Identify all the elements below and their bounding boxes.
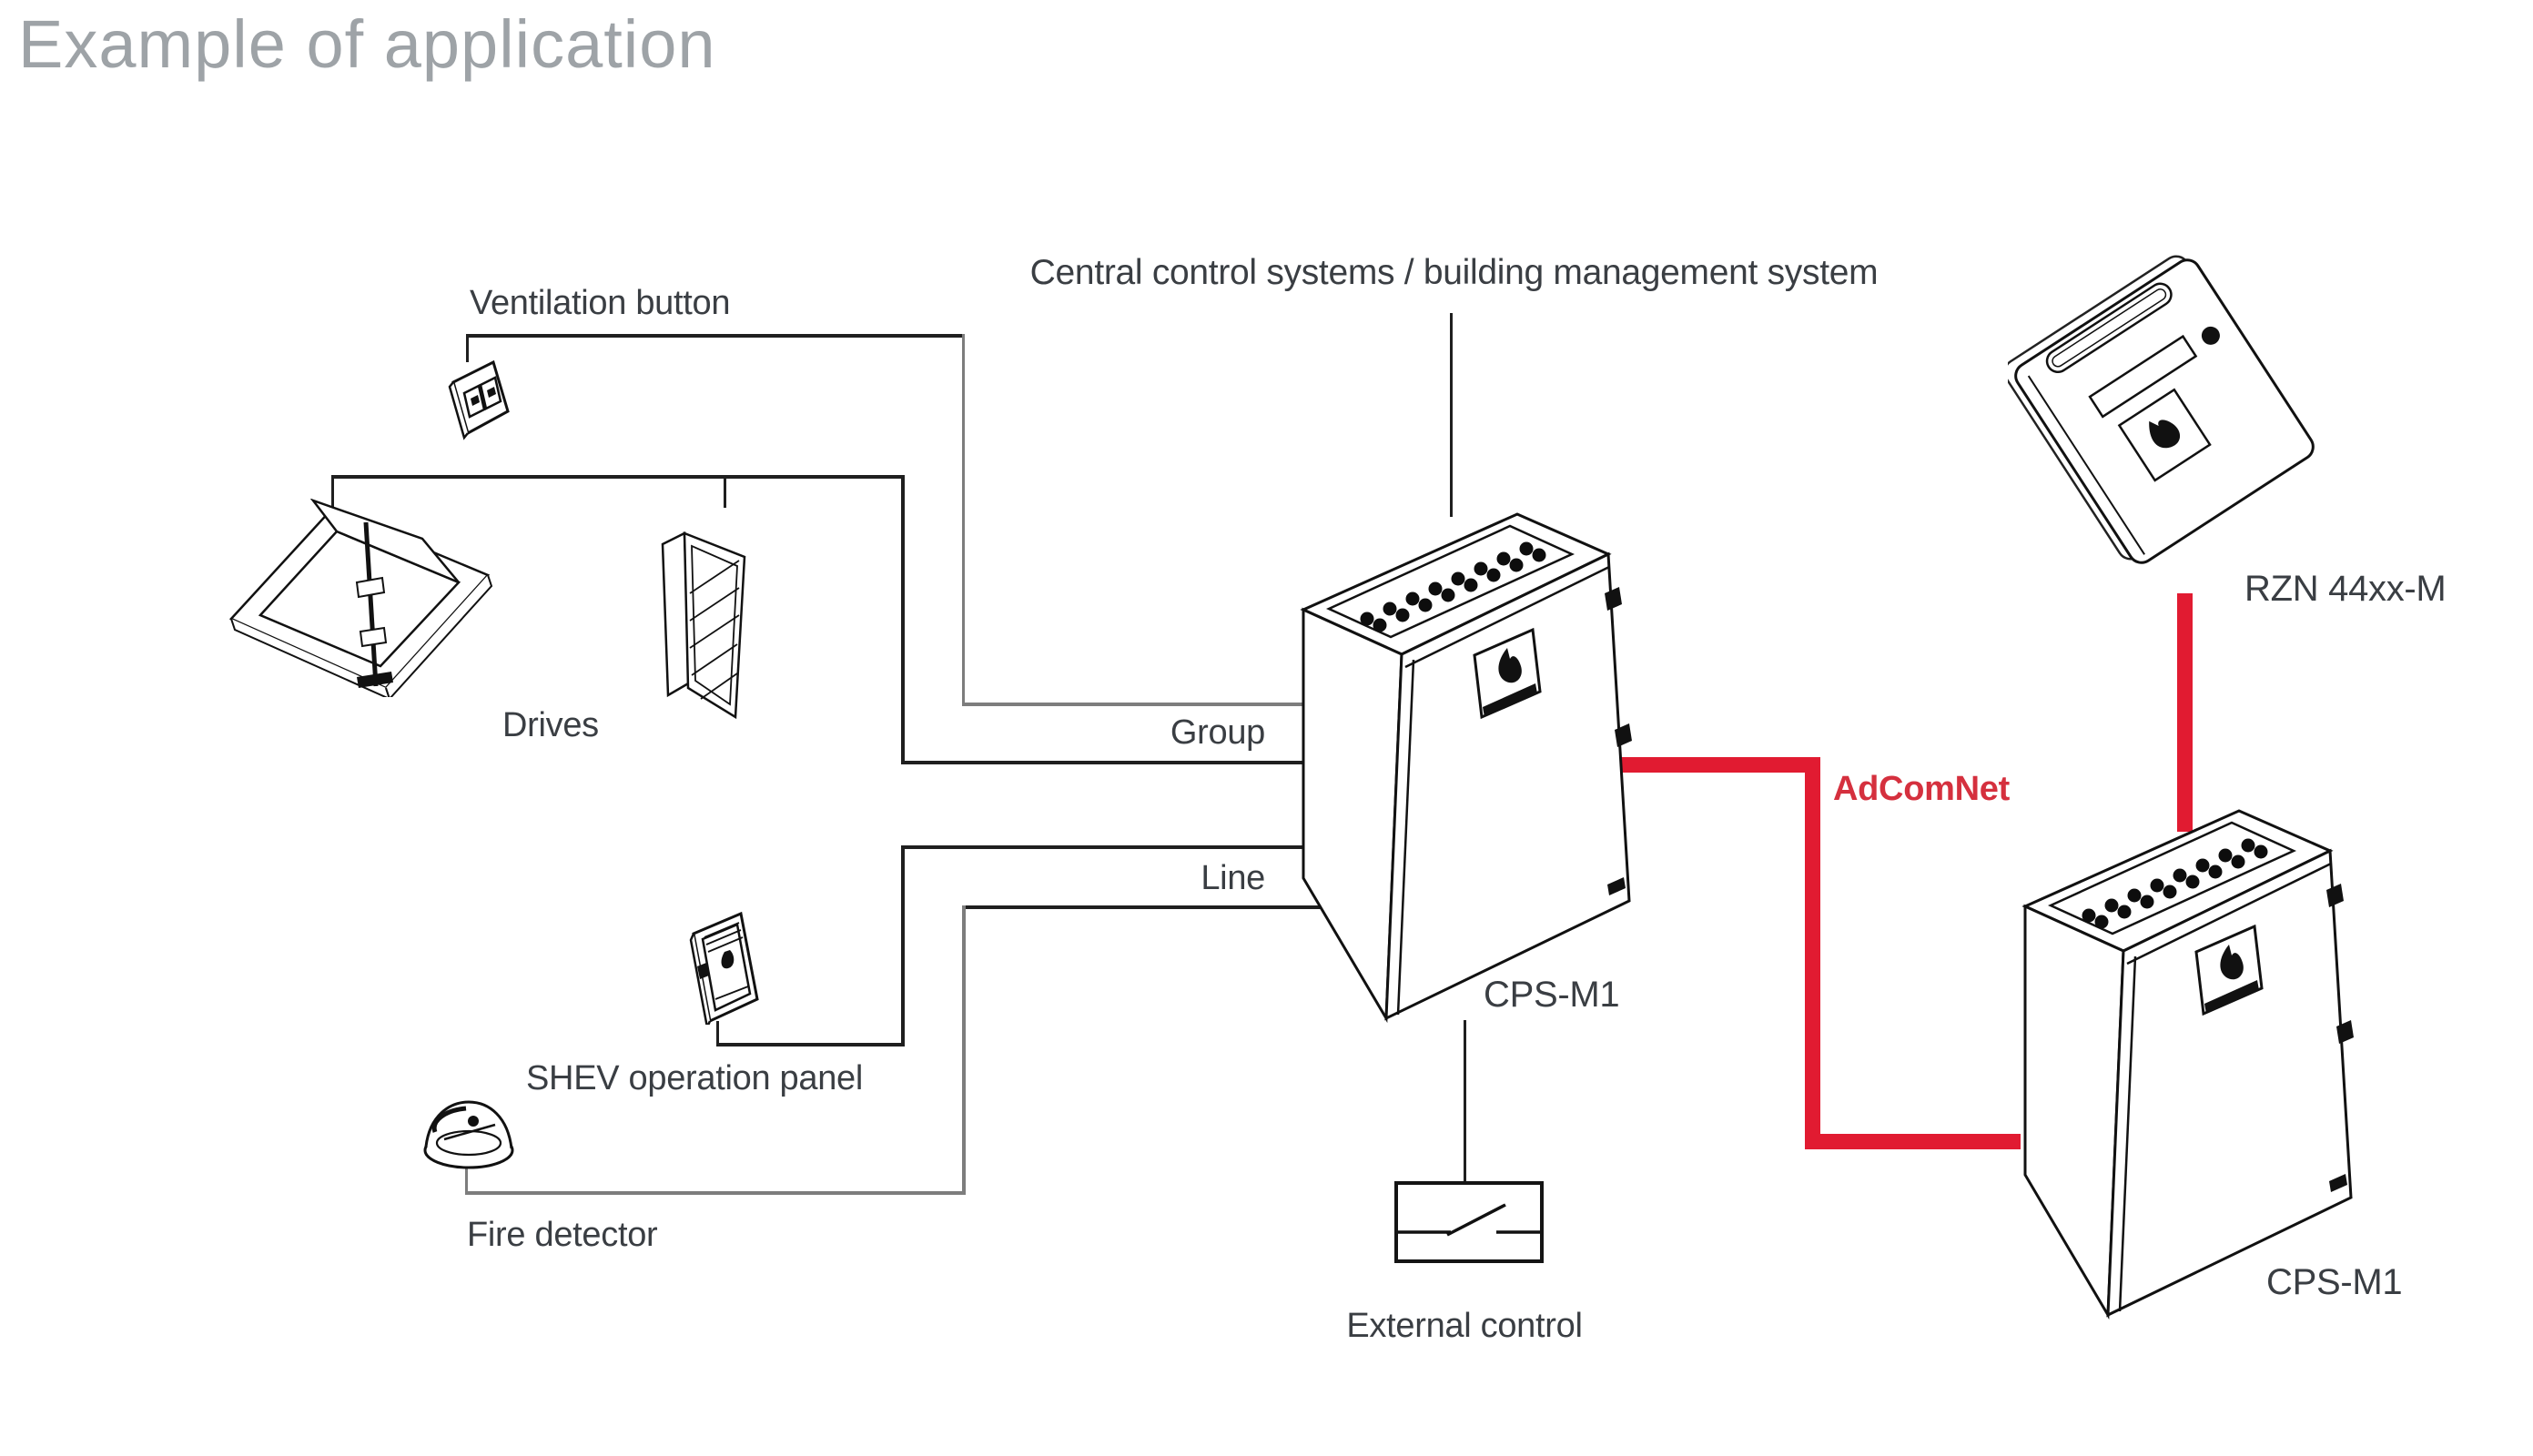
wire-skylight-tick bbox=[331, 475, 334, 508]
wire-drives-top bbox=[331, 475, 904, 479]
wire-fire-rise bbox=[962, 905, 966, 1195]
central-control-label: Central control systems / building manag… bbox=[1029, 253, 1879, 292]
ventilation-button-icon bbox=[448, 359, 510, 440]
adcomnet-bus-horizontal-lower bbox=[1805, 1134, 2021, 1149]
cps-m1-secondary-cabinet-icon bbox=[2016, 799, 2357, 1327]
drives-label: Drives bbox=[502, 706, 599, 744]
external-control-label: External control bbox=[1346, 1307, 1583, 1345]
wire-shev-rise bbox=[901, 845, 905, 1046]
wire-line-lower bbox=[962, 905, 1340, 909]
fire-detector-icon bbox=[423, 1100, 514, 1169]
wire-shev-bottom bbox=[716, 1043, 905, 1046]
wire-ventilation-drop bbox=[962, 334, 965, 706]
shev-panel-label: SHEV operation panel bbox=[526, 1059, 864, 1097]
wire-drives-drop bbox=[901, 475, 905, 764]
external-control-symbol bbox=[1394, 1181, 1544, 1263]
wire-fire-bottom bbox=[465, 1191, 965, 1195]
wire-ventilation-tick bbox=[466, 335, 469, 362]
wire-fire-tick bbox=[465, 1168, 468, 1193]
skylight-drive-icon bbox=[229, 499, 493, 697]
wire-external-control-drop bbox=[1464, 1020, 1466, 1184]
wire-window-tick bbox=[724, 475, 726, 508]
wire-group-lower bbox=[901, 761, 1340, 764]
shev-operation-panel-icon bbox=[689, 911, 759, 1025]
ventilation-button-label: Ventilation button bbox=[470, 284, 731, 322]
fire-detector-label: Fire detector bbox=[467, 1216, 658, 1254]
adcomnet-bus-horizontal-upper bbox=[1619, 757, 1814, 773]
group-label: Group bbox=[1170, 713, 1265, 752]
rzn-panel-label: RZN 44xx-M bbox=[2244, 569, 2447, 609]
adcomnet-label: AdComNet bbox=[1833, 770, 2010, 808]
wire-line-upper bbox=[901, 845, 1340, 849]
line-label: Line bbox=[1201, 859, 1265, 897]
cps-m1-secondary-label: CPS-M1 bbox=[2266, 1262, 2403, 1302]
rzn-panel-icon bbox=[2008, 255, 2315, 564]
wire-shev-tick bbox=[716, 1021, 719, 1045]
window-drive-icon bbox=[661, 531, 746, 720]
cps-m1-cabinet-icon bbox=[1294, 502, 1636, 1030]
page-title: Example of application bbox=[18, 6, 716, 82]
wire-ventilation-top bbox=[466, 334, 965, 338]
cps-m1-label: CPS-M1 bbox=[1484, 975, 1620, 1015]
adcomnet-bus-vertical bbox=[1805, 757, 1820, 1149]
switch-contact-icon bbox=[1398, 1203, 1540, 1237]
wire-central-control-drop bbox=[1450, 313, 1453, 517]
adcomnet-bus-rzn-drop bbox=[2177, 593, 2193, 832]
wire-group-upper bbox=[962, 703, 1340, 706]
